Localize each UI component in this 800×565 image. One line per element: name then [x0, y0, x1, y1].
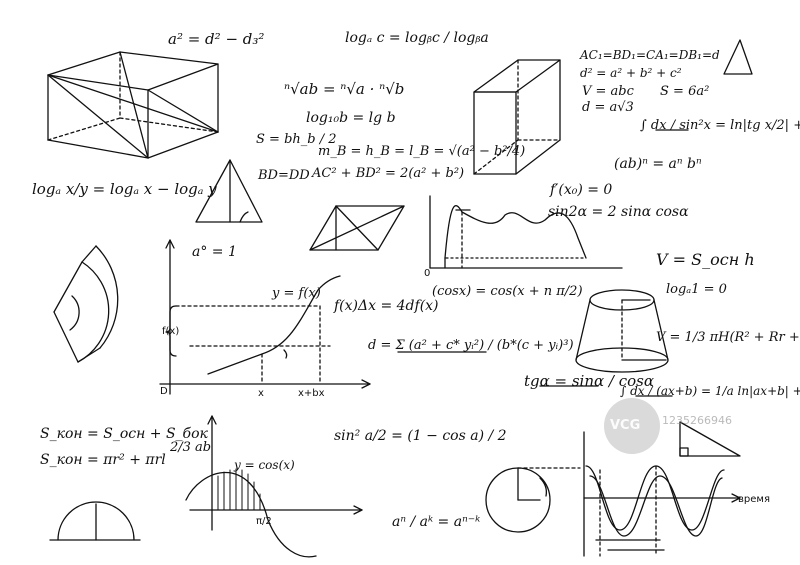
formula-d-squared: d² = a² + b² + c² — [580, 66, 682, 80]
function-graph — [159, 239, 371, 395]
formula-power-quotient: aⁿ / aᵏ = aⁿ⁻ᵏ — [392, 514, 481, 530]
formula-distance-sum: d = Σ (a² + c* yᵢ²) / (b*(c + yᵢ)³) — [368, 338, 574, 353]
formula-integral-ln: ∫ dx / (ax+b) = 1/a ln|ax+b| + C — [620, 384, 800, 398]
oscillation-graph — [583, 431, 741, 557]
label-fx-axis: f(x) — [162, 326, 180, 337]
formula-fx-dx: f(x)Δx = 4df(x) — [334, 298, 439, 314]
formula-surface-cube: S = 6a² — [660, 84, 710, 99]
formula-volume-box: V = abc — [582, 84, 634, 99]
parallelepiped-drawing — [47, 51, 219, 159]
right-triangle-drawing — [679, 421, 741, 457]
semicircle-drawing — [49, 501, 141, 541]
watermark-logo — [604, 398, 660, 454]
formula-cos-derivative: (cosx) = cos(x + n π/2) — [432, 284, 583, 299]
formula-medians: m_B = h_B = l_B = √(a² − b²/4) — [318, 144, 526, 159]
triangle-small — [723, 39, 753, 75]
label-x-bx: x+bx — [298, 388, 325, 399]
formula-parallelepiped-diagonals: AC₁=BD₁=CA₁=DB₁=d — [580, 48, 720, 62]
watermark-brand: VCG — [610, 418, 641, 433]
isosceles-triangle — [195, 159, 263, 223]
formula-log10: log₁₀b = lg b — [306, 110, 396, 126]
formula-log-one: logₐ1 = 0 — [666, 282, 727, 297]
frustum-drawing — [575, 289, 669, 373]
formula-surface-cone-expr: S_кон = πr² + πrl — [40, 452, 166, 468]
sector-drawing — [53, 245, 119, 363]
formula-log-change-base: logₐ c = logᵦc / logᵦa — [345, 30, 489, 46]
formula-parallelogram: AC² + BD² = 2(a² + b²) — [312, 166, 465, 181]
formula-diagonal-squared: a² = d² − d₃² — [168, 30, 265, 48]
parallelogram-drawing — [309, 205, 405, 251]
derivative-graph — [429, 195, 623, 269]
formula-power-product: (ab)ⁿ = aⁿ bⁿ — [614, 156, 702, 172]
formula-root-product: ⁿ√ab = ⁿ√a · ⁿ√b — [284, 80, 405, 98]
label-time: время — [738, 494, 770, 505]
formula-a-zero: a° = 1 — [192, 244, 237, 260]
formula-surface-cone-total: S_кон = S_осн + S_бок — [40, 426, 208, 442]
formula-bd-dd: BD=DD — [258, 168, 310, 183]
formula-sin2a: sin2α = 2 sinα cosα — [548, 204, 689, 220]
cosine-graph — [185, 415, 363, 558]
formula-frustum-volume: V = 1/3 πH(R² + Rr + r²) — [656, 330, 800, 345]
formula-y-fx: y = f(x) — [272, 286, 321, 301]
formula-integral-sin: ∫ dx / sin²x = ln|tg x/2| + C — [640, 118, 800, 133]
watermark-id: 1235266946 — [662, 414, 732, 427]
label-pi-over-2: π/2 — [256, 516, 272, 527]
formula-two-thirds-ab: 2/3 ab — [170, 440, 212, 455]
formula-log-quotient: logₐ x/y = logₐ x − logₐ y — [32, 180, 217, 198]
formula-tg: tgα = sinα / cosα — [524, 372, 654, 390]
formula-triangle-area: S = bh_b / 2 — [256, 132, 337, 147]
formula-cube-diagonal: d = a√3 — [582, 100, 634, 115]
formula-y-cos: y = cos(x) — [234, 458, 295, 472]
formula-volume-cone: V = S_осн h — [656, 250, 755, 269]
label-x: x — [258, 388, 264, 399]
label-d-origin: D — [160, 386, 168, 397]
unit-circle-drawing — [485, 467, 581, 533]
formula-sin-half: sin² a/2 = (1 − cos a) / 2 — [334, 428, 507, 444]
formula-derivative-zero: f′(x₀) = 0 — [550, 182, 613, 198]
cube-drawing — [473, 59, 561, 175]
label-origin: 0 — [424, 268, 431, 279]
